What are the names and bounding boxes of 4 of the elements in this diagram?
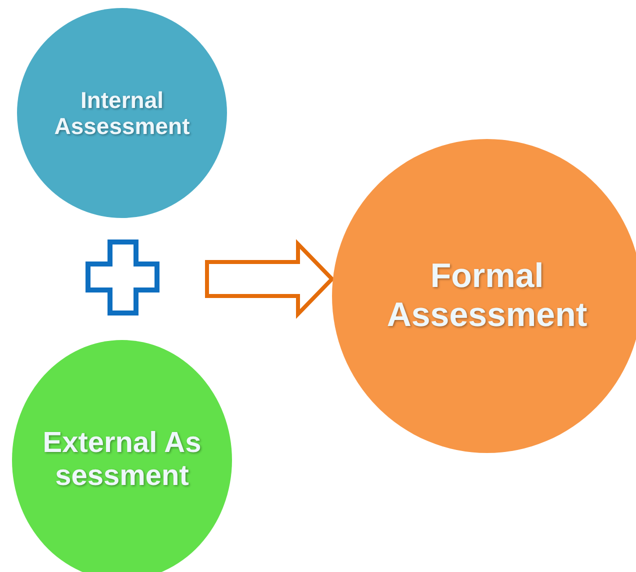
block-arrow (205, 239, 335, 319)
node-label: External Assessment (42, 426, 202, 494)
node-label: Internal Assessment (53, 86, 191, 140)
node-label: Formal Assessment (386, 256, 588, 336)
